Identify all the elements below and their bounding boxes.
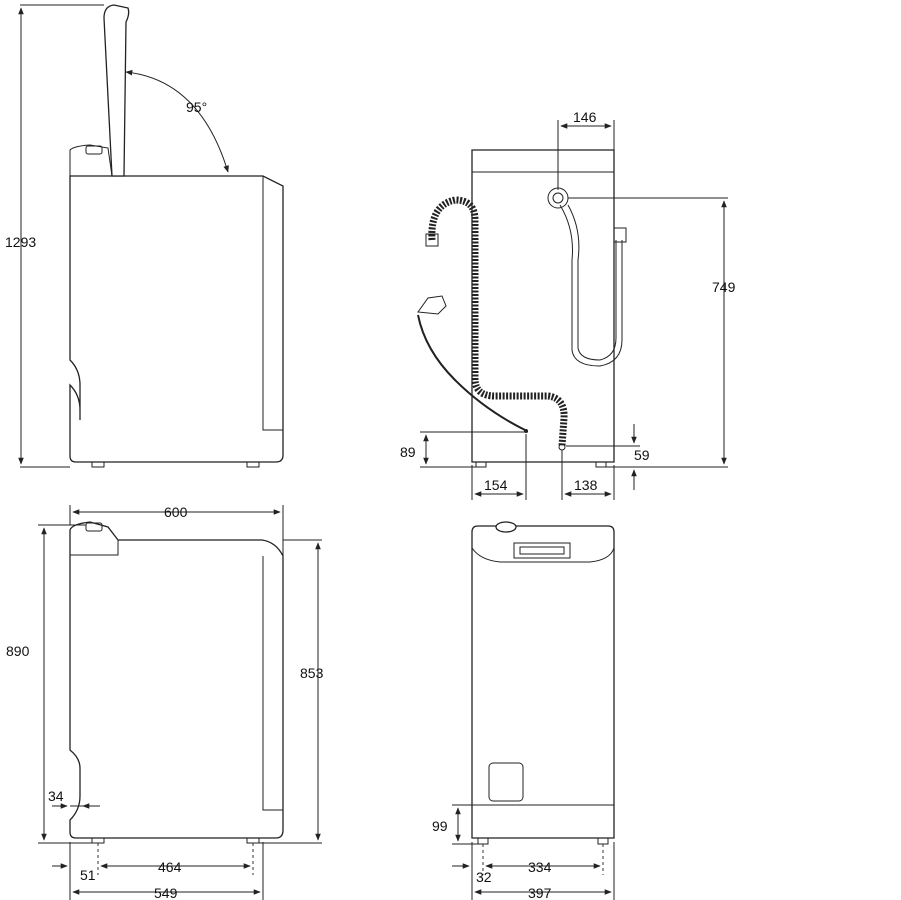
dim-recess: 34: [48, 788, 64, 804]
dim-inlet-offset: 138: [574, 477, 598, 493]
dim-width: 397: [528, 885, 552, 900]
side-view-open: 1293 95°: [5, 4, 284, 468]
dim-front-foot-spacing: 334: [528, 859, 552, 875]
dim-depth-top: 600: [164, 504, 188, 520]
open-lid: [103, 4, 130, 177]
filter-hatch: [488, 762, 524, 802]
closed-cabinet: [69, 521, 284, 839]
front-cabinet: [471, 525, 615, 839]
power-cord: [417, 314, 526, 431]
rear-view-hoses: 146 749 89 59 154 138: [400, 109, 736, 500]
drain-hose: [428, 196, 568, 447]
dim-inlet-height: 59: [634, 447, 650, 463]
dim-foot-height: 99: [432, 818, 448, 834]
cabinet-outline: [69, 175, 284, 463]
side-view-closed: 600 890 853 34 51 464 549: [6, 504, 324, 900]
dim-drain-height: 89: [400, 444, 416, 460]
dim-height-body: 853: [300, 665, 324, 681]
dim-outlet-height: 749: [712, 279, 736, 295]
dim-front-foot-offset: 32: [476, 869, 492, 885]
inlet-hose: [559, 204, 623, 367]
dim-height-total: 890: [6, 643, 30, 659]
rear-cabinet: [471, 149, 615, 463]
dim-drain-offset: 154: [484, 477, 508, 493]
dim-outlet-offset: 146: [573, 109, 597, 125]
dim-foot-offset: 51: [80, 867, 96, 883]
dim-foot-spacing: 464: [158, 859, 182, 875]
dim-height-open: 1293: [5, 234, 36, 250]
front-view: 99 32 334 397: [432, 521, 615, 900]
dim-lid-angle: 95°: [186, 99, 207, 115]
dim-depth-base: 549: [154, 885, 178, 900]
